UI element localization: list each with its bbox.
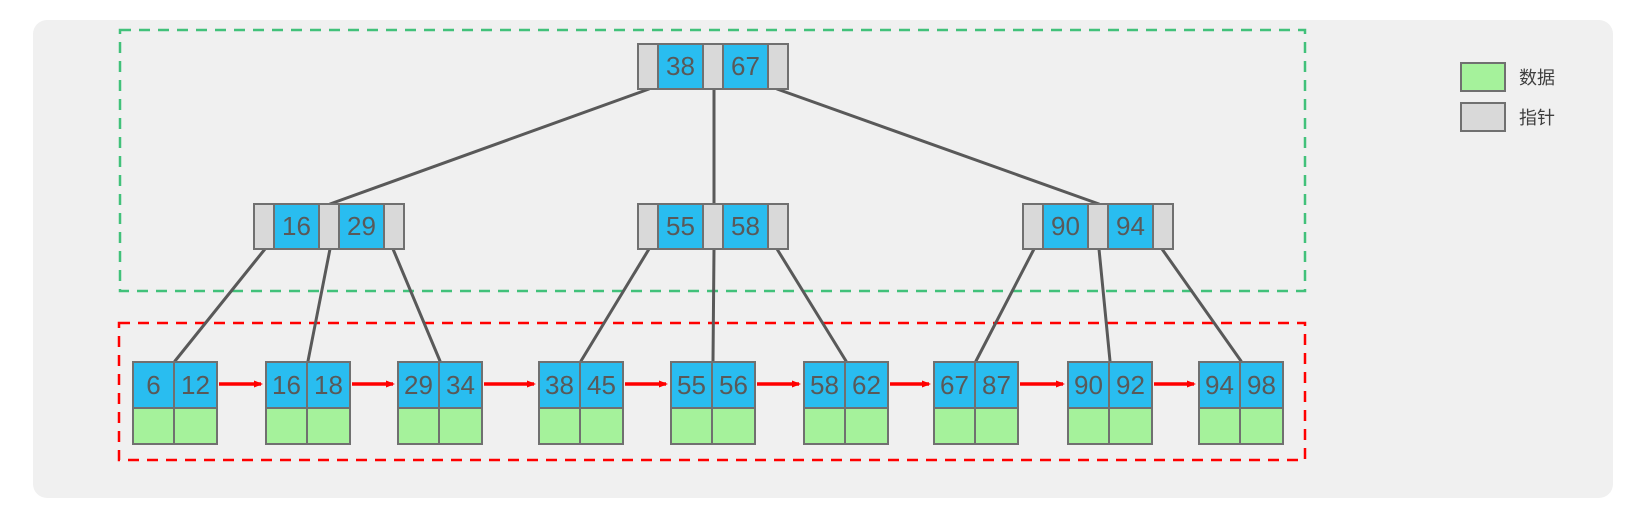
pointer-cell <box>704 45 724 88</box>
key-cell: 34 <box>440 363 481 409</box>
key-cell: 98 <box>1241 363 1282 409</box>
key-cell: 56 <box>713 363 754 409</box>
leaf-node-7: 67 87 <box>933 361 1019 445</box>
key-cell: 87 <box>976 363 1017 409</box>
data-cell <box>581 409 622 443</box>
leaf-node-3: 29 34 <box>397 361 483 445</box>
internal-node-2: 55 58 <box>637 203 789 250</box>
leaf-node-8: 90 92 <box>1067 361 1153 445</box>
key-cell: 94 <box>1109 205 1154 248</box>
pointer-cell <box>769 45 787 88</box>
legend-label: 指针 <box>1519 108 1555 128</box>
data-cell <box>846 409 887 443</box>
key-cell: 94 <box>1200 363 1239 409</box>
key-cell: 58 <box>724 205 769 248</box>
data-swatch <box>1460 62 1506 92</box>
leaf-node-9: 94 98 <box>1198 361 1284 445</box>
pointer-swatch <box>1460 102 1506 132</box>
data-cell <box>308 409 349 443</box>
pointer-cell <box>639 45 659 88</box>
leaf-node-5: 55 56 <box>670 361 756 445</box>
key-cell: 62 <box>846 363 887 409</box>
root-node: 38 67 <box>637 43 789 90</box>
key-cell: 67 <box>935 363 974 409</box>
data-cell <box>175 409 216 443</box>
pointer-cell <box>320 205 340 248</box>
legend-label: 数据 <box>1519 68 1555 88</box>
legend-item-data: 数据 <box>1460 62 1555 92</box>
data-cell <box>440 409 481 443</box>
internal-node-3: 90 94 <box>1022 203 1174 250</box>
key-cell: 29 <box>340 205 385 248</box>
pointer-cell <box>704 205 724 248</box>
key-cell: 90 <box>1069 363 1108 409</box>
key-cell: 29 <box>399 363 438 409</box>
data-cell <box>134 409 173 443</box>
data-cell <box>672 409 711 443</box>
pointer-cell <box>1024 205 1044 248</box>
key-cell: 67 <box>724 45 769 88</box>
data-cell <box>267 409 306 443</box>
key-cell: 16 <box>275 205 320 248</box>
pointer-cell <box>1089 205 1109 248</box>
data-cell <box>399 409 438 443</box>
data-cell <box>1110 409 1151 443</box>
data-cell <box>1069 409 1108 443</box>
leaf-node-6: 58 62 <box>803 361 889 445</box>
legend-item-pointer: 指针 <box>1460 102 1555 132</box>
data-cell <box>713 409 754 443</box>
leaf-node-2: 16 18 <box>265 361 351 445</box>
internal-node-1: 16 29 <box>253 203 405 250</box>
key-cell: 58 <box>805 363 844 409</box>
key-cell: 6 <box>134 363 173 409</box>
key-cell: 38 <box>659 45 704 88</box>
key-cell: 90 <box>1044 205 1089 248</box>
data-cell <box>1241 409 1282 443</box>
key-cell: 12 <box>175 363 216 409</box>
pointer-cell <box>769 205 787 248</box>
key-cell: 55 <box>672 363 711 409</box>
key-cell: 38 <box>540 363 579 409</box>
leaf-node-1: 6 12 <box>132 361 218 445</box>
leaf-node-4: 38 45 <box>538 361 624 445</box>
pointer-cell <box>385 205 403 248</box>
data-cell <box>976 409 1017 443</box>
legend: 数据 指针 <box>1460 62 1555 142</box>
key-cell: 92 <box>1110 363 1151 409</box>
key-cell: 45 <box>581 363 622 409</box>
data-cell <box>805 409 844 443</box>
pointer-cell <box>639 205 659 248</box>
data-cell <box>540 409 579 443</box>
pointer-cell <box>255 205 275 248</box>
key-cell: 55 <box>659 205 704 248</box>
pointer-cell <box>1154 205 1172 248</box>
key-cell: 16 <box>267 363 306 409</box>
key-cell: 18 <box>308 363 349 409</box>
data-cell <box>935 409 974 443</box>
data-cell <box>1200 409 1239 443</box>
